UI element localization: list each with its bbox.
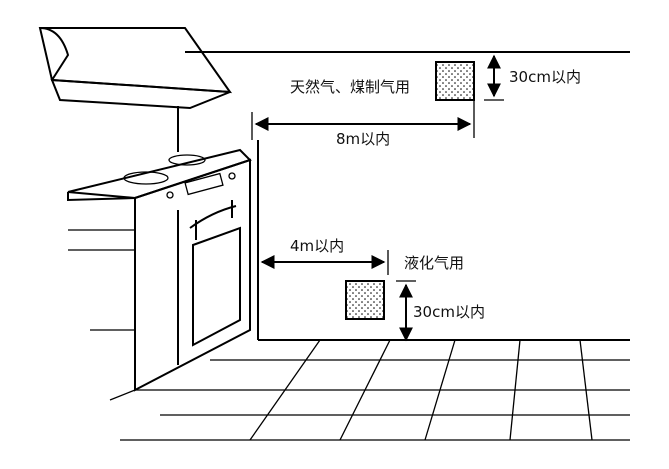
floor-v-4	[509, 339, 521, 441]
control-panel	[184, 172, 224, 196]
range-hood	[38, 27, 233, 152]
floor-tiles	[120, 339, 630, 441]
burner-left	[123, 171, 169, 185]
hood-front-curve	[39, 27, 70, 81]
label-lpg-use: 液化气用	[404, 254, 464, 272]
knob-left	[166, 191, 174, 199]
floor-v-5	[579, 339, 593, 441]
detector-natural-gas	[251, 51, 504, 140]
label-bottom-horizontal-distance: 4m以内	[290, 237, 344, 255]
knob-right	[228, 172, 236, 180]
stove-cabinet	[67, 148, 252, 392]
label-top-vertical-distance: 30cm以内	[509, 68, 581, 86]
detector-lpg	[260, 250, 416, 342]
hood-filter	[50, 78, 231, 110]
left-wall-lines	[68, 229, 136, 401]
counter-edge	[67, 192, 136, 202]
floor-v-1	[249, 339, 321, 441]
floor-v-3	[424, 339, 456, 441]
oven-window	[192, 226, 241, 347]
hood-body	[38, 27, 233, 94]
floor-v-2	[339, 339, 391, 441]
label-top-horizontal-distance: 8m以内	[336, 130, 390, 148]
detector-box-bottom	[345, 280, 385, 320]
detector-box-top	[435, 61, 475, 101]
left-line-4	[109, 389, 136, 401]
burner-right	[168, 154, 206, 166]
label-bottom-vertical-distance: 30cm以内	[413, 303, 485, 321]
label-natural-gas-use: 天然气、煤制气用	[290, 78, 410, 96]
